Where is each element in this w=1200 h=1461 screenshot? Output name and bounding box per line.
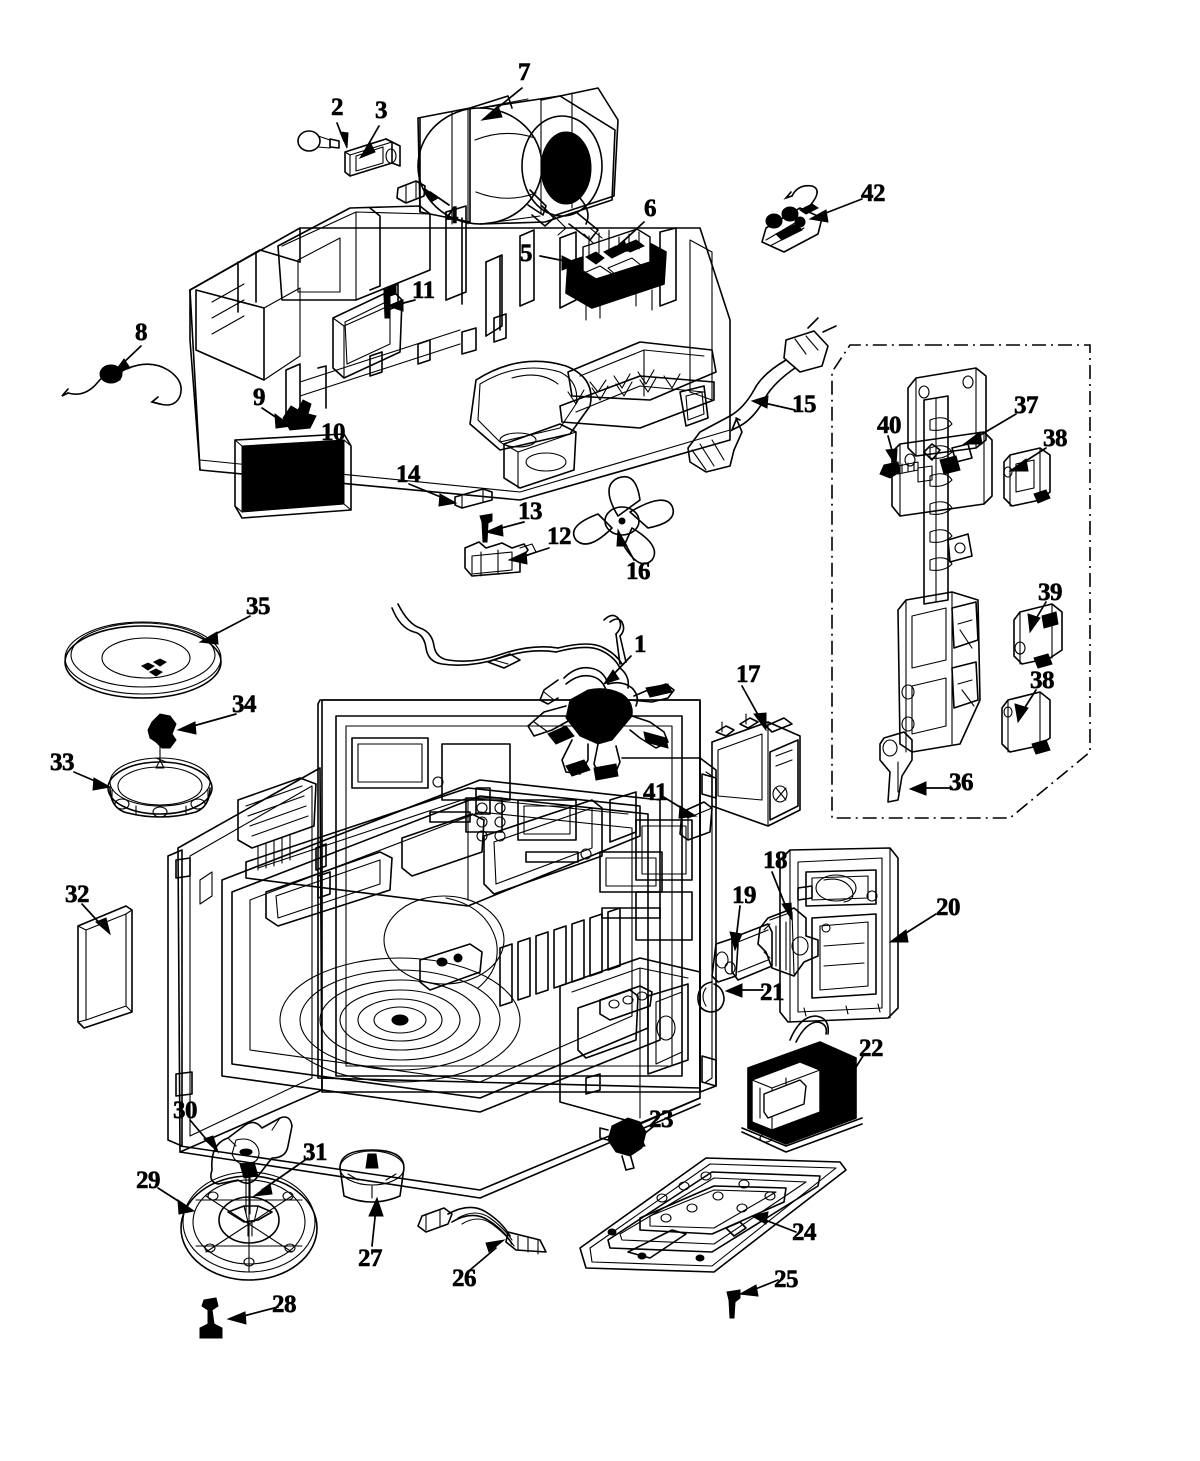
bottom-base-plate <box>579 1157 847 1273</box>
callout-35: 35 <box>246 593 271 620</box>
lamp-holder <box>282 399 317 431</box>
callout-33: 33 <box>50 749 75 776</box>
callout-24: 24 <box>792 1219 817 1246</box>
callout-22: 22 <box>859 1035 884 1062</box>
callout-21: 21 <box>760 979 785 1006</box>
wire-harness <box>391 603 675 781</box>
blower-housing-assembly <box>417 87 619 245</box>
callout-15: 15 <box>792 391 817 418</box>
leader-lines <box>73 87 1047 1325</box>
turntable-coupler <box>147 713 177 763</box>
roller-ring <box>107 757 213 818</box>
bracket-screw <box>479 513 493 543</box>
callout-40: 40 <box>877 412 902 439</box>
callout-38-upper: 38 <box>1043 425 1068 452</box>
magnetron-assembly <box>565 228 667 321</box>
callout-7: 7 <box>518 59 531 86</box>
callout-23: 23 <box>649 1106 674 1133</box>
callout-8: 8 <box>135 319 148 346</box>
callout-16: 16 <box>626 558 651 585</box>
callout-41: 41 <box>643 779 668 806</box>
callout-17: 17 <box>736 661 761 688</box>
base-screw <box>726 1289 741 1319</box>
blower-bracket <box>344 138 401 177</box>
callout-39: 39 <box>1038 579 1063 606</box>
latch-panel-group <box>831 344 1091 819</box>
turntable-drive-cap <box>339 1149 405 1203</box>
callout-36: 36 <box>949 769 974 796</box>
callout-19: 19 <box>732 882 757 909</box>
blower-clip <box>396 180 426 204</box>
callout-29: 29 <box>136 1167 161 1194</box>
power-transformer <box>741 1015 863 1153</box>
side-panel-assembly <box>697 847 899 1023</box>
callout-9: 9 <box>253 384 266 411</box>
glass-tray <box>64 621 222 699</box>
noise-filter-board <box>761 184 823 253</box>
callout-6: 6 <box>644 195 657 222</box>
callout-30: 30 <box>173 1097 198 1124</box>
high-voltage-transformer <box>711 713 801 827</box>
charcoal-filter <box>234 433 352 519</box>
callout-38-lower: 38 <box>1030 667 1055 694</box>
callout-32: 32 <box>65 881 90 908</box>
callout-42: 42 <box>861 180 886 207</box>
roller-guide-ring <box>180 1161 318 1281</box>
callout-3: 3 <box>375 97 388 124</box>
fan-shaft-nut <box>297 130 340 152</box>
cooling-fan-blade <box>572 475 674 565</box>
callout-25: 25 <box>774 1266 799 1293</box>
callout-14: 14 <box>396 461 421 488</box>
callout-11: 11 <box>412 277 436 304</box>
callout-31: 31 <box>303 1139 328 1166</box>
callout-2: 2 <box>331 94 344 121</box>
shaft-pin <box>454 488 493 509</box>
oven-cavity-body <box>167 699 717 1199</box>
callout-27: 27 <box>358 1245 383 1272</box>
upper-chassis <box>189 205 731 501</box>
waveguide-cover <box>77 905 133 1029</box>
motor-lead-harness <box>417 1206 547 1255</box>
callout-37: 37 <box>1014 392 1039 419</box>
callout-18: 18 <box>763 847 788 874</box>
hub-screw <box>199 1297 223 1339</box>
callout-26: 26 <box>452 1265 477 1292</box>
callout-4: 4 <box>446 202 459 229</box>
callout-5: 5 <box>520 240 533 267</box>
callout-34: 34 <box>232 691 257 718</box>
callout-13: 13 <box>518 498 543 525</box>
callout-20: 20 <box>936 894 961 921</box>
wire-clamp <box>679 801 713 841</box>
callout-1: 1 <box>634 631 647 658</box>
callout-10: 10 <box>321 419 346 446</box>
callout-28: 28 <box>272 1291 297 1318</box>
callout-12: 12 <box>547 523 572 550</box>
